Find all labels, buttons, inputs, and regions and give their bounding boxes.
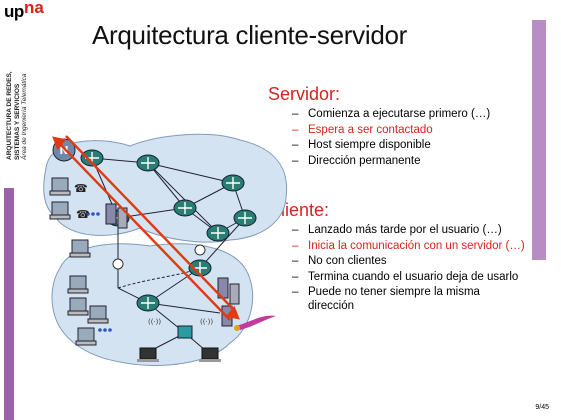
server-item: Host siempre disponible (288, 139, 528, 153)
course-line-3: Área de Ingeniería Telemática (21, 73, 28, 160)
router-icon (173, 199, 197, 217)
course-line-1: ARQUITECTURA DE REDES, (6, 71, 13, 160)
logo-up: up (4, 2, 24, 21)
logo-na: na (24, 0, 44, 17)
modem-icon (112, 258, 124, 270)
desktop-host-icon (87, 305, 109, 324)
client-item: No con clientes (288, 255, 528, 269)
desktop-host-icon (75, 327, 97, 346)
server-badge: N (59, 144, 68, 157)
client-item: Puede no tener siempre la misma direcció… (288, 286, 528, 313)
desktop-host-icon (67, 275, 89, 294)
slide-title: Arquitectura cliente-servidor (92, 20, 407, 50)
course-line-2: SISTEMAS Y SERVICIOS (13, 83, 21, 160)
sidebar: up na ARQUITECTURA DE REDES, SISTEMAS Y … (0, 0, 56, 420)
server-item: Comienza a ejecutarse primero (…) (288, 108, 528, 122)
modem-icon (194, 244, 206, 256)
desktop-host-icon (49, 201, 71, 220)
router-icon (136, 294, 160, 312)
server-item: Espera a ser contactado (288, 124, 528, 138)
comet-icon (236, 315, 276, 330)
laptop-icon (137, 347, 159, 362)
router-icon (221, 174, 245, 192)
server-tower-icon (105, 203, 128, 229)
wifi-signal-icon: ((·)) (148, 318, 161, 326)
sidebar-accent-strip (4, 188, 14, 420)
server-item: Dirección permanente (288, 155, 528, 169)
network-blob-top (43, 133, 288, 243)
more-hosts-dots (86, 212, 112, 332)
client-list: Lanzado más tarde por el usuario (…) Inic… (288, 224, 528, 315)
router-icon (188, 259, 212, 277)
desktop-host-icon (49, 177, 71, 196)
client-server-arrows (52, 135, 240, 321)
router-icon (206, 224, 230, 242)
university-logo: up na (2, 0, 56, 28)
course-name: ARQUITECTURA DE REDES, SISTEMAS Y SERVIC… (6, 10, 29, 160)
telephone-icon: ☎ (74, 182, 88, 195)
right-accent-strip (532, 20, 546, 260)
desktop-host-icon (67, 297, 89, 316)
network-diagram: ☎ ☎ ((·)) ((·)) N (43, 133, 288, 366)
wireless-access-point-icon (177, 325, 193, 339)
client-item: Inicia la comunicación con un servidor (… (288, 240, 528, 254)
laptop-icon (199, 347, 221, 362)
server-heading: Servidor: (268, 84, 341, 104)
wifi-signal-icon: ((·)) (200, 318, 213, 326)
router-icon (233, 209, 257, 227)
desktop-host-icon (69, 239, 91, 258)
server-list: Comienza a ejecutarse primero (…) Espera … (288, 108, 528, 170)
client-item: Termina cuando el usuario deja de usarlo (288, 271, 528, 285)
page-number: 9/45 (535, 404, 549, 411)
routers (80, 149, 257, 312)
client-item: Lanzado más tarde por el usuario (…) (288, 224, 528, 238)
telephone-icon: ☎ (76, 208, 90, 221)
router-icon (136, 154, 160, 172)
